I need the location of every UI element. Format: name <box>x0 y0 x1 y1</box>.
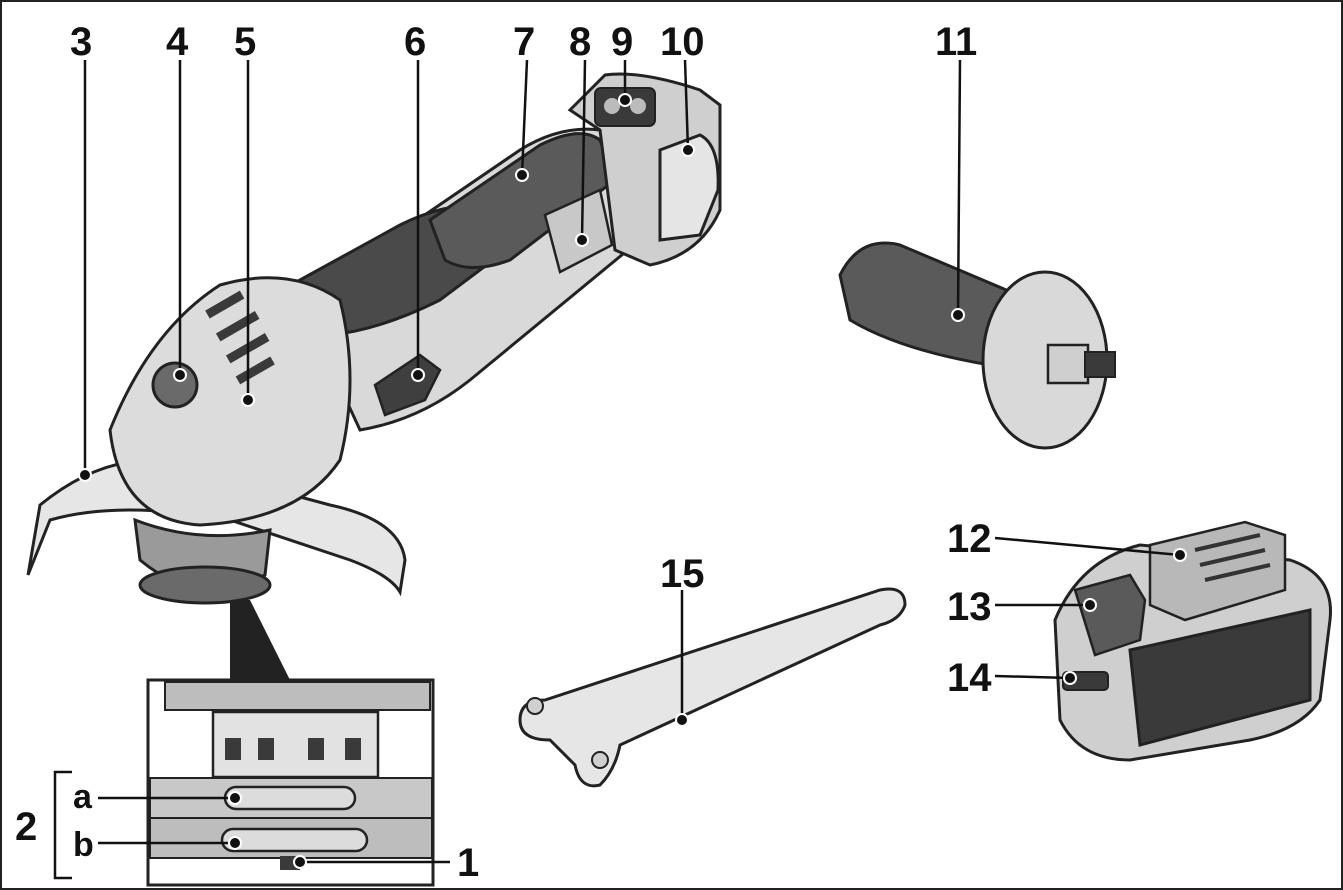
callout-6: 6 <box>404 20 426 64</box>
callout-4: 4 <box>166 20 189 64</box>
pin-spanner <box>518 587 907 788</box>
callout-8: 8 <box>569 20 591 64</box>
battery-release <box>658 133 720 242</box>
callout-13: 13 <box>947 585 992 629</box>
callout-11: 11 <box>935 20 977 64</box>
callout-15: 15 <box>660 552 705 596</box>
callout-9: 9 <box>611 20 633 64</box>
callout-numbers: 3 4 5 6 7 8 9 10 11 12 13 14 15 2 a b 1 <box>15 20 992 885</box>
battery-terminals <box>1148 520 1287 622</box>
auxiliary-handle <box>838 241 1116 450</box>
callout-2: 2 <box>15 805 37 849</box>
callout-2b: b <box>73 826 94 864</box>
detail-pointer <box>230 600 290 680</box>
callout-2a: a <box>73 778 93 816</box>
callout-14: 14 <box>947 656 992 700</box>
callout-5: 5 <box>234 20 256 64</box>
spindle-lock-button <box>151 361 199 409</box>
on-off-switch <box>373 353 442 417</box>
callout-1: 1 <box>457 841 479 885</box>
flange-detail-inset <box>146 678 435 887</box>
battery-pack <box>1053 520 1332 762</box>
leader-dots <box>78 93 1187 869</box>
callout-3: 3 <box>70 20 92 64</box>
wheel-hub <box>138 565 272 605</box>
gear-head <box>108 276 352 527</box>
angle-grinder <box>26 72 722 680</box>
battery-release-button <box>1073 573 1147 657</box>
callout-10: 10 <box>660 20 705 64</box>
leader-lines <box>53 59 1181 880</box>
callout-12: 12 <box>947 517 992 561</box>
callout-7: 7 <box>513 20 535 64</box>
